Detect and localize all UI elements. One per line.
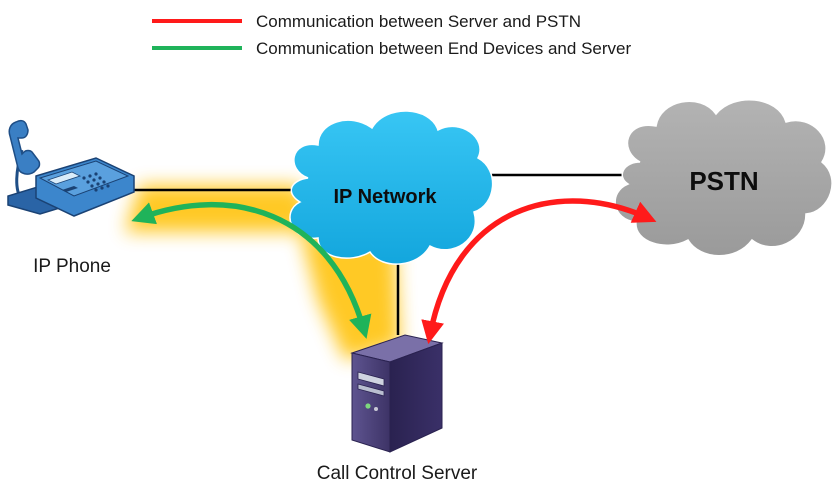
pstn-cloud: PSTN <box>614 99 833 257</box>
ip-phone: IP Phone <box>7 119 135 277</box>
green-arrow-devices-server <box>131 201 372 339</box>
legend-item-server-pstn: Communication between Server and PSTN <box>152 12 581 31</box>
call-control-server: Call Control Server <box>317 334 478 484</box>
ip-network-label: IP Network <box>334 186 438 208</box>
legend-label: Communication between Server and PSTN <box>256 12 581 31</box>
ip-phone-icon <box>7 119 135 217</box>
red-arrow-server-pstn <box>421 198 657 345</box>
ip-phone-label: IP Phone <box>33 256 111 277</box>
legend-item-devices-server: Communication between End Devices and Se… <box>152 39 631 58</box>
pstn-label: PSTN <box>689 166 758 196</box>
ip-network-cloud: IP Network <box>289 110 494 265</box>
network-links <box>132 173 630 335</box>
legend-label: Communication between End Devices and Se… <box>256 39 631 58</box>
legend: Communication between Server and PSTN Co… <box>152 12 631 58</box>
server-icon <box>350 334 444 453</box>
server-label: Call Control Server <box>317 463 478 484</box>
